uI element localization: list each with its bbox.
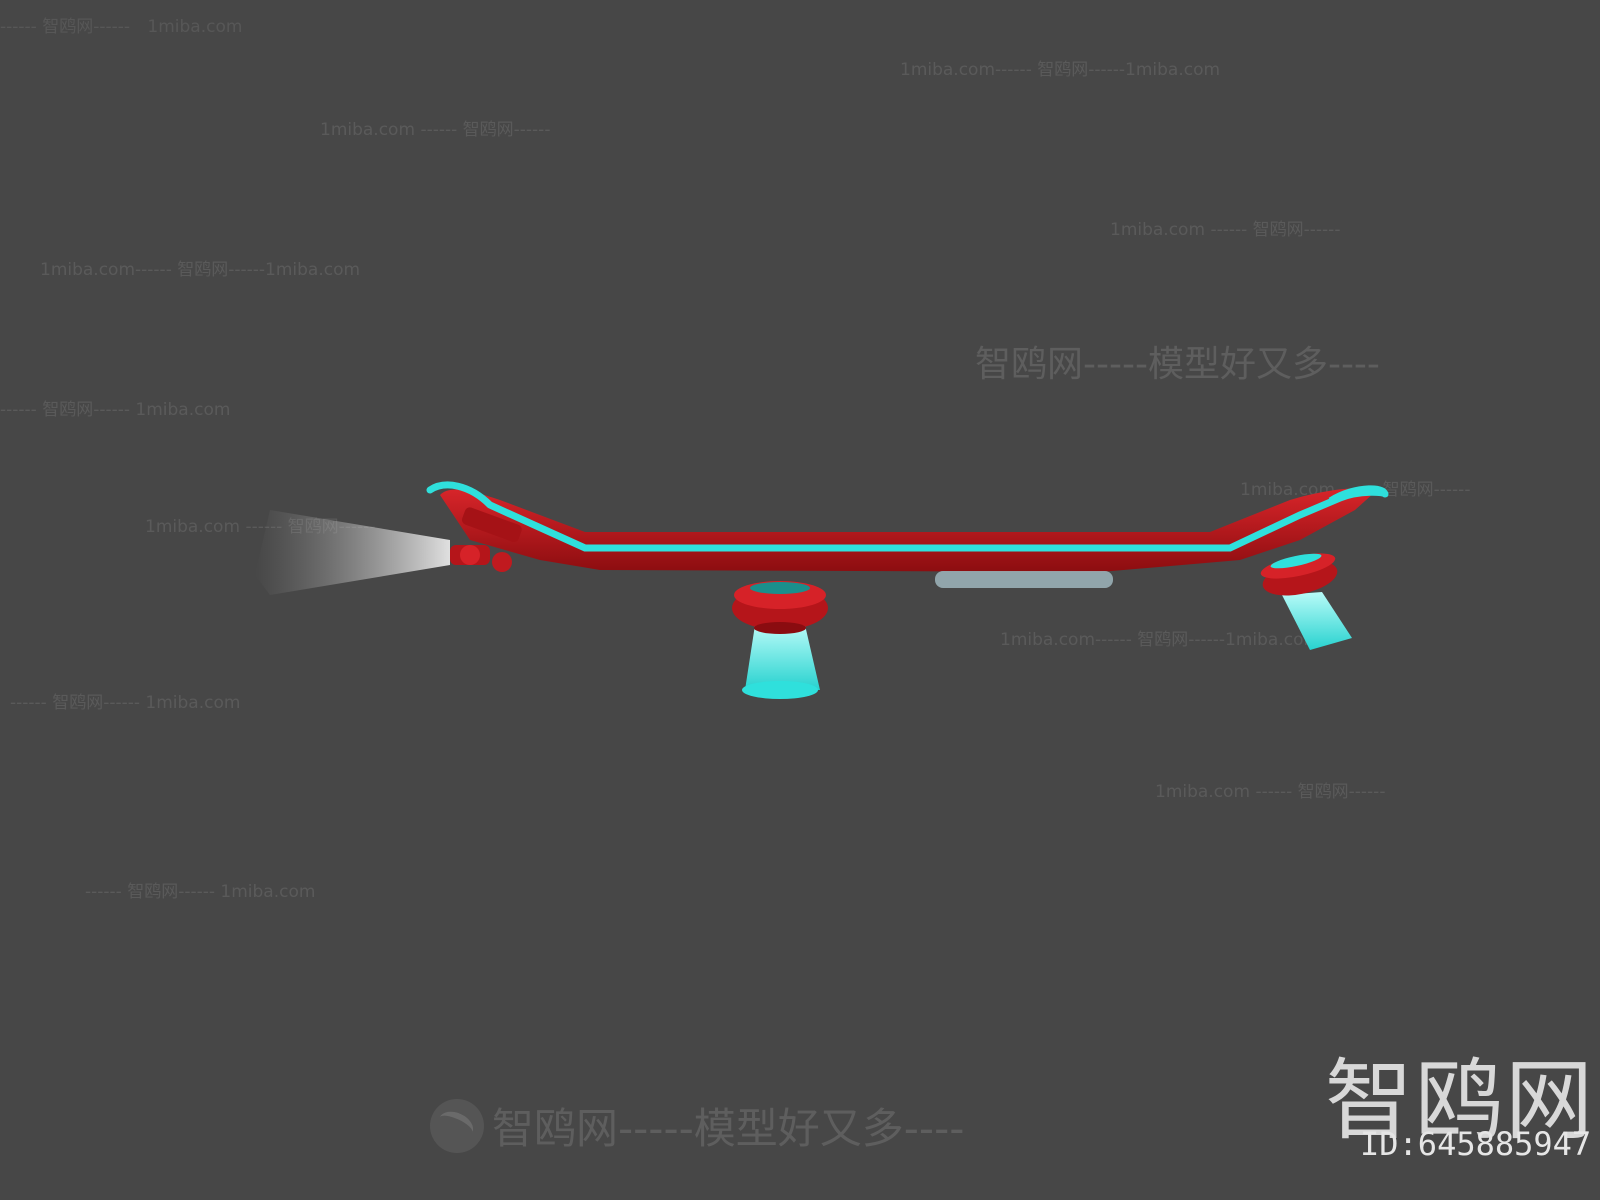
watermark-row: 1miba.com------ 智鸥网------1miba.com bbox=[40, 255, 360, 280]
watermark-slogan: 智鸥网-----模型好又多---- bbox=[975, 344, 1380, 385]
watermark-row: ------ 智鸥网------ 1miba.com bbox=[0, 12, 242, 37]
watermark-url: 1miba.com bbox=[1155, 782, 1251, 802]
watermark-text: ------ 智鸥网------ bbox=[0, 400, 131, 420]
center-thruster bbox=[732, 581, 828, 699]
neon-strip bbox=[426, 481, 1389, 552]
watermark-row: ------ 智鸥网------ 1miba.com bbox=[0, 395, 230, 420]
footer-watermark: 智鸥网-----模型好又多---- bbox=[430, 1095, 964, 1156]
headlight-assembly bbox=[450, 507, 522, 572]
watermark-url: 1miba.com bbox=[1110, 220, 1206, 240]
headlight-beam bbox=[255, 510, 450, 595]
watermark-text: 1miba.com------ 智鸥网------1miba.com bbox=[1000, 630, 1321, 650]
asset-id-label: ID:645885947 bbox=[1360, 1125, 1592, 1163]
watermark-url: 1miba.com bbox=[145, 517, 241, 537]
seagull-logo-icon bbox=[430, 1098, 484, 1153]
watermark-url: 1miba.com bbox=[147, 17, 243, 37]
watermark-text: 1miba.com------ 智鸥网------1miba.com bbox=[40, 260, 361, 280]
brand-logo: 智鸥网 bbox=[1325, 1049, 1596, 1152]
watermark-row: 1miba.com------ 智鸥网------1miba.com bbox=[900, 55, 1220, 80]
watermark-row: 1miba.com ------ 智鸥网------ bbox=[320, 115, 550, 140]
watermark-url: 1miba.com bbox=[135, 400, 231, 420]
watermark-url: 1miba.com bbox=[145, 693, 241, 713]
watermark-url: 1miba.com bbox=[320, 120, 416, 140]
rear-thruster bbox=[1260, 553, 1352, 650]
footer-slogan: 智鸥网-----模型好又多---- bbox=[492, 1104, 965, 1153]
watermark-text: 1miba.com------ 智鸥网------1miba.com bbox=[900, 60, 1221, 80]
watermark-url: 1miba.com bbox=[220, 882, 316, 902]
watermark-text: ------ 智鸥网------ bbox=[10, 693, 141, 713]
watermark-row: ------ 智鸥网------ 1miba.com bbox=[10, 688, 240, 713]
neon-strip-tail bbox=[1328, 485, 1388, 503]
watermark-text: ------ 智鸥网------ bbox=[0, 17, 131, 37]
watermark-text: ------ 智鸥网------ bbox=[1210, 220, 1341, 240]
watermark-row: 1miba.com ------ 智鸥网------ bbox=[1110, 215, 1340, 240]
board-deck bbox=[440, 488, 1375, 572]
watermark-row: 1miba.com ------ 智鸥网------ bbox=[1155, 777, 1385, 802]
watermark-text: ------ 智鸥网------ bbox=[1255, 782, 1386, 802]
watermark-text: ------ 智鸥网------ bbox=[85, 882, 216, 902]
underside-panel bbox=[935, 571, 1113, 588]
watermark-row: ------ 智鸥网------ 1miba.com bbox=[85, 877, 315, 902]
watermark-row: 1miba.com------ 智鸥网------1miba.com bbox=[1000, 625, 1320, 650]
watermark-text: ------ 智鸥网------ bbox=[420, 120, 551, 140]
